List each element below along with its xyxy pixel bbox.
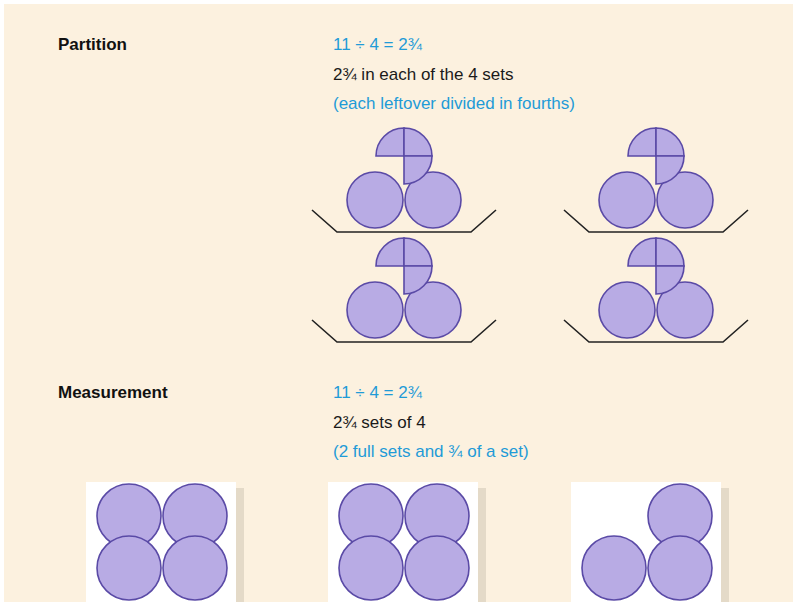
bowl-set	[312, 238, 496, 342]
section-heading: Measurement	[58, 382, 168, 404]
description: 2¾ in each of the 4 sets	[333, 64, 514, 86]
set-box	[571, 482, 729, 602]
set-box	[328, 482, 486, 602]
bowl-set	[564, 238, 748, 342]
set-box	[86, 482, 244, 602]
section-heading: Partition	[58, 34, 127, 56]
explanation-note: (each leftover divided in fourths)	[333, 93, 575, 115]
counter-circles	[97, 484, 712, 600]
equation: 11 ÷ 4 = 2¾	[333, 34, 422, 56]
bowl-set	[564, 128, 748, 232]
bowl-set	[312, 128, 496, 232]
explanation-note: (2 full sets and ¾ of a set)	[333, 441, 529, 463]
description: 2¾ sets of 4	[333, 412, 426, 434]
equation: 11 ÷ 4 = 2¾	[333, 382, 422, 404]
